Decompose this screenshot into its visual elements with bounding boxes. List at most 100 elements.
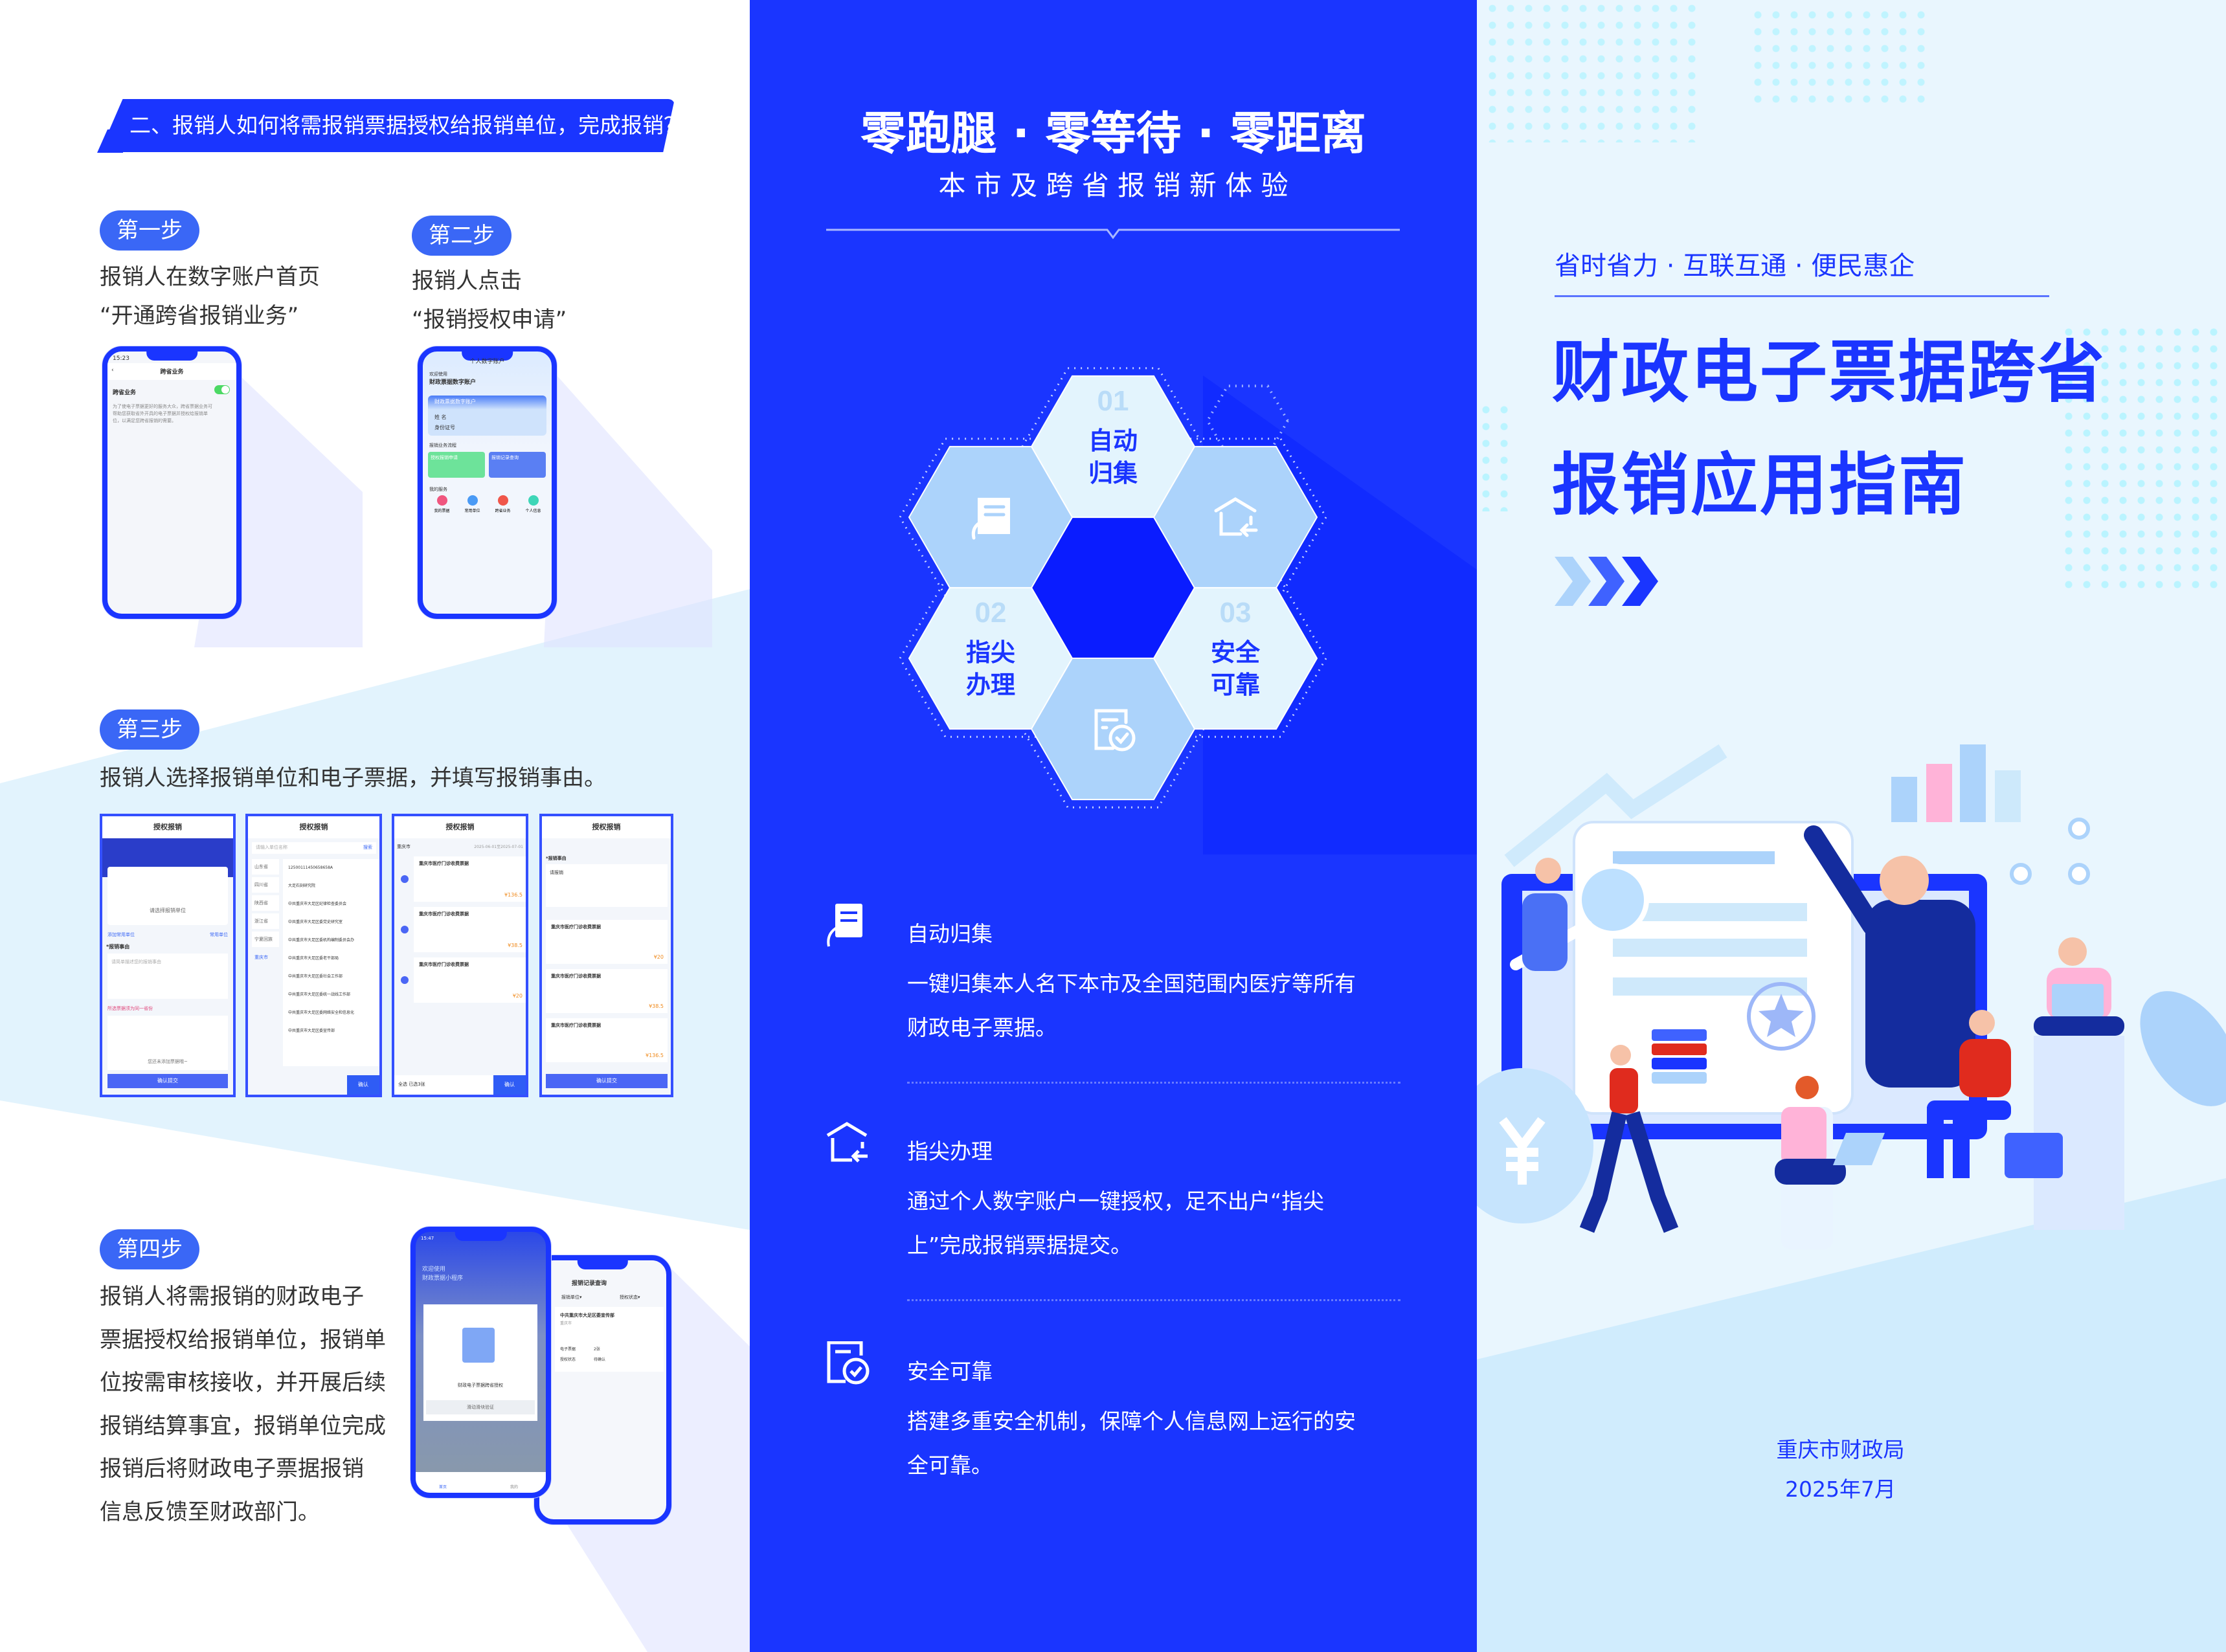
desc-line: 帮助您获取省外开具的电子票据并授权给报销单: [113, 411, 208, 416]
unit-item[interactable]: 12500111450658658A: [288, 865, 333, 870]
bills-label: 电子票据: [560, 1347, 576, 1352]
unit-item[interactable]: 大足石刻研究院: [288, 884, 316, 888]
status-time: 15:23: [113, 355, 129, 362]
bill-checkbox[interactable]: [401, 926, 409, 933]
choose-unit-text: 请选择报销单位: [150, 908, 186, 913]
hex-label: 自动: [1088, 427, 1138, 455]
services-label: 我的服务: [429, 487, 447, 492]
unit-item[interactable]: 中共重庆市大足区委宣传部: [288, 1029, 335, 1033]
date-range[interactable]: 2025-06-01至2025-07-01: [474, 845, 523, 849]
screen-title: 授权报销: [102, 816, 233, 838]
welcome-text: 欢迎使用: [429, 372, 447, 377]
service-icon: [528, 495, 539, 506]
unit-search-input[interactable]: 请输入单位名称搜索: [252, 842, 376, 854]
app-name: 财政票据小程序: [422, 1275, 464, 1282]
province-item[interactable]: 重庆市: [252, 950, 279, 965]
feature-title: 指尖办理: [907, 1139, 993, 1164]
magnifier-man: [1510, 858, 1649, 971]
cross-province-toggle[interactable]: [214, 385, 230, 394]
bill-card[interactable]: 重庆市医疗门诊收费票据¥20: [401, 957, 526, 1003]
bill-checkbox[interactable]: [401, 875, 409, 883]
feature-list: 自动归集一键归集本人名下本市及全国范围内医疗等所有财政电子票据。指尖办理通过个人…: [750, 0, 1477, 1652]
province-item[interactable]: 四川省: [252, 877, 279, 893]
section-title: 二、报销人如何将需报销票据授权给报销单位，完成报销？: [129, 113, 685, 138]
account-card[interactable]: 财政票据数字账户 姓 名 身份证号: [428, 396, 546, 436]
bill-card[interactable]: 重庆市医疗门诊收费票据¥38.5: [401, 907, 526, 952]
hex-label: 办理: [966, 671, 1015, 699]
unit-item[interactable]: 中共重庆市大足区委统一战线工作部: [288, 992, 351, 997]
province-item[interactable]: 宁夏回族: [252, 932, 279, 947]
guide-title-line1: 财政电子票据跨省: [1552, 333, 2107, 412]
submit-button[interactable]: 确认提交: [546, 1074, 668, 1088]
guide-title-line2: 报销应用指南: [1552, 445, 1968, 524]
phone-notch: [455, 1232, 507, 1241]
desc-line: 位，以满足您跨省报销的需要。: [113, 418, 176, 423]
authorize-apply-card[interactable]: 授权报销申请: [428, 452, 485, 478]
status-filter[interactable]: 授权状态▾: [620, 1295, 640, 1300]
confirm-button[interactable]: 确认: [347, 1075, 379, 1095]
growth-arrow: [1504, 744, 1727, 867]
province-item[interactable]: 浙江省: [252, 913, 279, 929]
province-item[interactable]: 山东省: [252, 859, 279, 875]
slider-verify[interactable]: 滑动滑块验证: [426, 1400, 535, 1414]
search-button[interactable]: 搜索: [363, 845, 372, 850]
bill-card[interactable]: 重庆市医疗门诊收费票据¥136.5: [546, 1018, 668, 1062]
row-label: 跨省业务: [113, 390, 137, 396]
nav-title: 个人数字账户: [469, 359, 505, 365]
unit-item[interactable]: 中共重庆市大足区委老干部局: [288, 956, 339, 961]
service-label: 跨省业务: [495, 509, 511, 513]
submit-button[interactable]: 确认提交: [107, 1074, 228, 1088]
back-icon[interactable]: ‹: [111, 367, 114, 374]
service-label: 常用单位: [464, 509, 480, 513]
service-item[interactable]: 常用单位: [460, 495, 486, 521]
province-item[interactable]: 陕西省: [252, 895, 279, 911]
welcome-text: 欢迎使用: [422, 1266, 446, 1273]
empty-text: 您还未添加票据哦~: [148, 1059, 188, 1064]
service-item[interactable]: 个人信息: [521, 495, 546, 521]
feature-divider: [907, 1299, 1400, 1301]
step-4-text-line: 信息反馈至财政部门。: [100, 1499, 320, 1525]
city-filter[interactable]: 重庆市: [397, 844, 410, 849]
tab-home[interactable]: 首页: [439, 1485, 447, 1490]
title-divider: [826, 229, 1400, 240]
reason-input[interactable]: 请报销: [546, 864, 668, 907]
confirm-button[interactable]: 确认: [493, 1075, 526, 1095]
bill-name: 重庆市医疗门诊收费票据: [419, 962, 469, 967]
bill-amount: ¥136.5: [504, 892, 523, 898]
feature-divider: [907, 1082, 1400, 1084]
bill-card[interactable]: 重庆市医疗门诊收费票据¥38.5: [546, 969, 668, 1013]
man-red-shirt: [1927, 1010, 2011, 1178]
flow-label: 报销业务流程: [429, 443, 456, 448]
record-query-card[interactable]: 报销记录查询: [489, 452, 546, 478]
unit-filter[interactable]: 报销单位▾: [561, 1295, 582, 1300]
service-item[interactable]: 我的票据: [429, 495, 455, 521]
record-card[interactable]: 中共重庆市大足区委宣传部 重庆市 电子票据 2张 授权状态 待确认: [555, 1307, 664, 1372]
add-unit-link[interactable]: 添加常用单位: [107, 932, 135, 937]
unit-item[interactable]: 中共重庆市大足区委社会工作部: [288, 974, 343, 979]
phone-mini-program: 15:47 欢迎使用 财政票据小程序 财政电子票据跨省授权 滑动滑块验证 首页 …: [410, 1227, 551, 1498]
bill-checkbox[interactable]: [401, 976, 409, 984]
bill-card[interactable]: 重庆市医疗门诊收费票据¥20: [546, 920, 668, 964]
select-all[interactable]: 全选 已选3张: [398, 1082, 425, 1087]
service-item[interactable]: 跨省业务: [490, 495, 516, 521]
hex-label: 归集: [1088, 459, 1138, 487]
reason-input[interactable]: 请简单描述您的报销事由: [107, 954, 228, 999]
unit-item[interactable]: 中共重庆市大足区委党史研究室: [288, 920, 343, 924]
dot-pattern: [1483, 0, 1697, 142]
location-pins: [2010, 818, 2090, 885]
empty-bills: 您还未添加票据哦~: [107, 1016, 228, 1070]
choose-unit-card[interactable]: 请选择报销单位: [107, 867, 228, 925]
unit-item[interactable]: 中共重庆市大足区委机构编制委员会办: [288, 938, 355, 943]
id-label: 身份证号: [434, 425, 455, 430]
tab-mine[interactable]: 我的: [510, 1485, 519, 1490]
bar-chart: [1891, 744, 2021, 822]
reason-label: *报销事由: [546, 856, 567, 861]
unit-item[interactable]: 中共重庆市大足区委网络安全和信息化: [288, 1010, 355, 1015]
unit-item[interactable]: 中共重庆市大足区纪律检查委员会: [288, 902, 347, 906]
bill-card[interactable]: 重庆市医疗门诊收费票据¥136.5: [401, 856, 526, 902]
desc-line: 为了使电子票据更好的服务大众，跨省票据业务可: [113, 404, 212, 409]
common-unit-link[interactable]: 常用单位: [210, 932, 228, 937]
